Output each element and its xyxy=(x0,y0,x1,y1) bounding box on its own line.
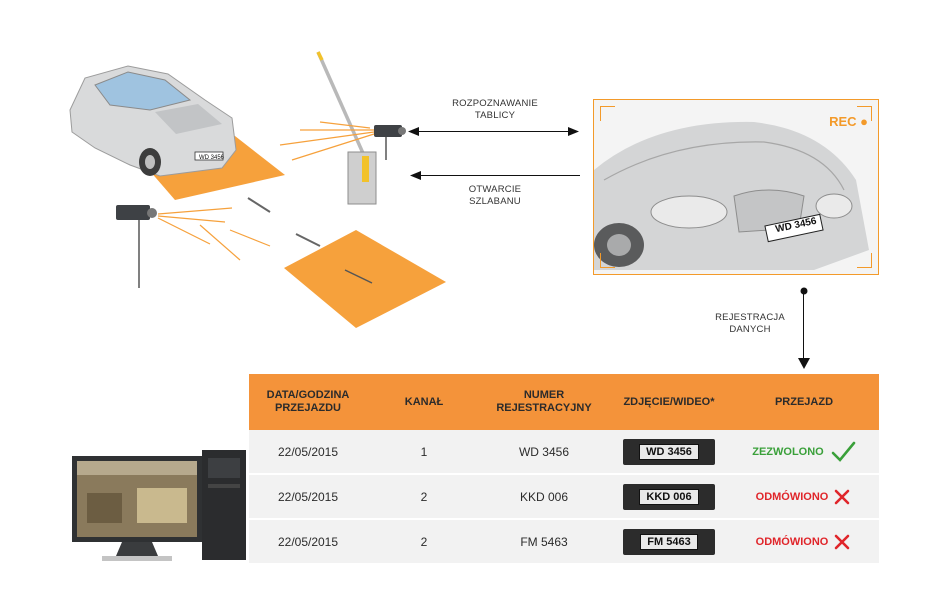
arrow-recognition-tail xyxy=(408,127,419,136)
rec-indicator: REC ● xyxy=(829,114,868,129)
car-plate-small: WD 3456 xyxy=(199,155,225,161)
cell-number: KKD 006 xyxy=(519,489,569,504)
cross-icon xyxy=(835,489,850,504)
cell-channel: 2 xyxy=(420,489,428,504)
cell-date: 22/05/2015 xyxy=(277,534,339,549)
label-recognition: ROZPOZNAWANIE TABLICY xyxy=(452,98,538,121)
cell-date: 22/05/2015 xyxy=(277,444,339,459)
cell-number: FM 5463 xyxy=(520,534,568,549)
plate-thumbnail[interactable]: WD 3456 xyxy=(623,438,715,465)
plate-thumbnail[interactable]: KKD 006 xyxy=(623,483,715,510)
arrow-recognition xyxy=(414,131,574,132)
status-text: ZEZWOLONO xyxy=(752,445,824,458)
cell-photo[interactable]: FM 5463 xyxy=(609,520,729,563)
car-illustration: WD 3456 xyxy=(69,65,237,177)
car-front-illustration xyxy=(594,121,869,270)
header-status: PRZEJAZD xyxy=(774,395,834,408)
header-channel: KANAŁ xyxy=(404,395,444,408)
cell-channel: 2 xyxy=(420,534,428,549)
frame-corner-bl xyxy=(600,253,615,268)
cell-number: WD 3456 xyxy=(518,444,570,459)
arrow-recognition-head xyxy=(568,127,579,136)
cell-photo[interactable]: WD 3456 xyxy=(609,430,729,473)
status-text: ODMÓWIONO xyxy=(755,535,829,548)
cross-icon xyxy=(835,534,850,549)
status-text: ODMÓWIONO xyxy=(755,490,829,503)
arrow-registration xyxy=(803,292,804,362)
frame-corner-tl xyxy=(600,106,615,121)
cell-status: ZEZWOLONO xyxy=(729,430,879,473)
table-row: 22/05/2015 2 FM 5463 FM 5463 ODMÓWIONO xyxy=(249,520,879,565)
cell-status: ODMÓWIONO xyxy=(729,520,879,563)
table-header: DATA/GODZINA PRZEJAZDU KANAŁ NUMER REJES… xyxy=(249,374,879,430)
label-barrier: OTWARCIE SZLABANU xyxy=(468,184,522,207)
arrow-registration-head xyxy=(798,358,810,369)
cell-date: 22/05/2015 xyxy=(277,489,339,504)
arrow-barrier-head xyxy=(410,171,421,180)
left-camera-icon xyxy=(116,205,157,288)
camera-rays xyxy=(157,121,375,261)
check-icon xyxy=(831,441,856,462)
frame-corner-br xyxy=(857,253,872,268)
records-table: DATA/GODZINA PRZEJAZDU KANAŁ NUMER REJES… xyxy=(249,374,879,565)
plate-thumbnail[interactable]: FM 5463 xyxy=(623,528,715,555)
cell-channel: 1 xyxy=(420,444,428,459)
arrow-barrier xyxy=(420,175,580,176)
header-photo: ZDJĘCIE/WIDEO* xyxy=(623,395,715,408)
table-row: 22/05/2015 2 KKD 006 KKD 006 ODMÓWIONO xyxy=(249,475,879,520)
header-date: DATA/GODZINA PRZEJAZDU xyxy=(266,389,350,414)
camera-view: WD 3456 REC ● xyxy=(593,99,879,275)
header-number: NUMER REJESTRACYJNY xyxy=(496,389,592,414)
top-camera-icon xyxy=(374,125,406,160)
frame-corner-tr xyxy=(857,106,872,121)
table-row: 22/05/2015 1 WD 3456 WD 3456 ZEZWOLONO xyxy=(249,430,879,475)
label-registration: REJESTRACJA DANYCH xyxy=(715,312,785,335)
rec-dot-icon: ● xyxy=(860,114,868,129)
computer-illustration xyxy=(72,450,246,561)
arrow-registration-dot xyxy=(800,287,808,295)
cell-photo[interactable]: KKD 006 xyxy=(609,475,729,518)
scene-illustration: WD 3456 xyxy=(69,51,446,328)
barrier-illustration xyxy=(316,51,377,205)
cell-status: ODMÓWIONO xyxy=(729,475,879,518)
